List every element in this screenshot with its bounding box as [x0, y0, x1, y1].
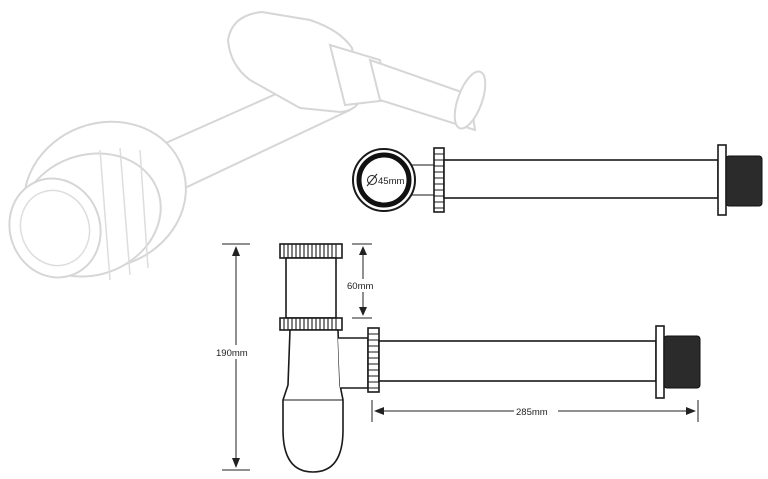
arrow-left-icon	[374, 407, 384, 415]
side-pipe	[378, 340, 657, 382]
dimension-height-top: 60mm	[346, 243, 382, 319]
faint-thread-lines	[99, 147, 149, 281]
side-nut-knurling	[368, 333, 379, 389]
diameter-label: 45mm	[378, 176, 404, 187]
outlet-spigot	[338, 337, 369, 389]
outlet-circle-ring	[356, 152, 412, 208]
dimensions: 190mm 60mm 285mm	[214, 243, 699, 471]
length-label: 285mm	[516, 407, 548, 418]
top-flange	[717, 144, 727, 216]
bottle-body	[282, 329, 344, 473]
top-pipe	[443, 159, 719, 199]
middle-collar	[279, 317, 343, 331]
dimension-length: 285mm	[371, 400, 699, 422]
tailpiece	[285, 257, 337, 319]
side-view	[279, 243, 701, 473]
top-collar	[279, 243, 343, 259]
dimension-height-total: 190mm	[214, 243, 258, 471]
top-view: 45mm	[352, 144, 763, 216]
top-collar-knurling	[283, 244, 337, 258]
middle-collar-knurling	[283, 318, 337, 330]
height-top-label: 60mm	[347, 281, 373, 292]
arrow-down-icon	[359, 307, 367, 316]
faint-waste-inner	[19, 189, 91, 267]
side-flange	[655, 325, 665, 399]
faint-arm-end	[453, 70, 487, 130]
faint-perspective-view	[8, 10, 487, 281]
top-cap	[725, 155, 763, 207]
height-total-label: 190mm	[216, 348, 248, 359]
arrow-down-icon	[232, 458, 240, 468]
top-nut-knurling	[434, 153, 444, 209]
faint-waste-outlet	[8, 177, 102, 279]
arrow-right-icon	[686, 407, 696, 415]
arrow-up-icon	[359, 246, 367, 255]
arrow-up-icon	[232, 246, 240, 256]
faint-arm	[368, 58, 477, 132]
diameter-icon	[366, 173, 378, 187]
side-cap	[663, 335, 701, 389]
